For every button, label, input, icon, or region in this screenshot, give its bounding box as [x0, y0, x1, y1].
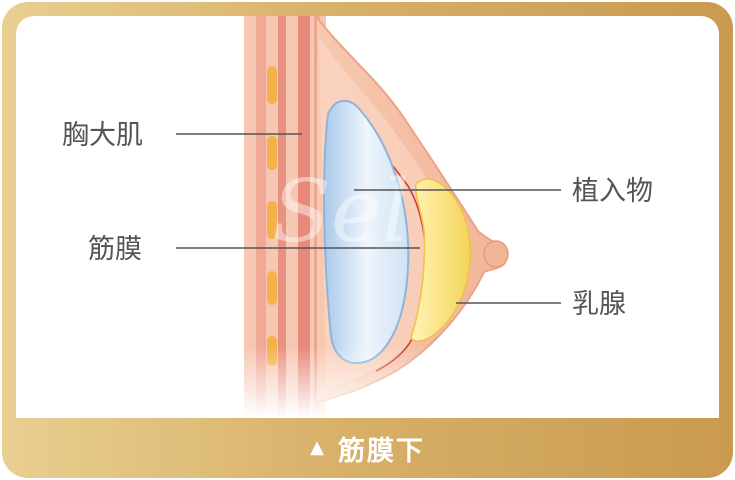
nipple — [483, 240, 509, 268]
label-fascia: 筋膜 — [88, 234, 142, 265]
label-implant: 植入物 — [572, 176, 653, 207]
breast-cross-section-diagram: Sel 胸大肌 筋膜 植入物 乳腺 — [62, 16, 653, 418]
triangle-up-icon: ▲ — [310, 436, 326, 458]
label-pectoralis: 胸大肌 — [62, 120, 143, 151]
diagram-panel: Sel 胸大肌 筋膜 植入物 乳腺 — [16, 16, 719, 418]
watermark-text: Sel — [272, 162, 409, 262]
leader-lines — [176, 133, 561, 304]
footer-title: 筋膜下 — [337, 435, 425, 467]
gland-shape — [410, 178, 472, 342]
implant-shape — [323, 99, 410, 364]
footer-bar: ▲ 筋膜下 — [2, 418, 733, 478]
label-gland: 乳腺 — [572, 289, 626, 320]
bottom-fade — [236, 346, 536, 418]
